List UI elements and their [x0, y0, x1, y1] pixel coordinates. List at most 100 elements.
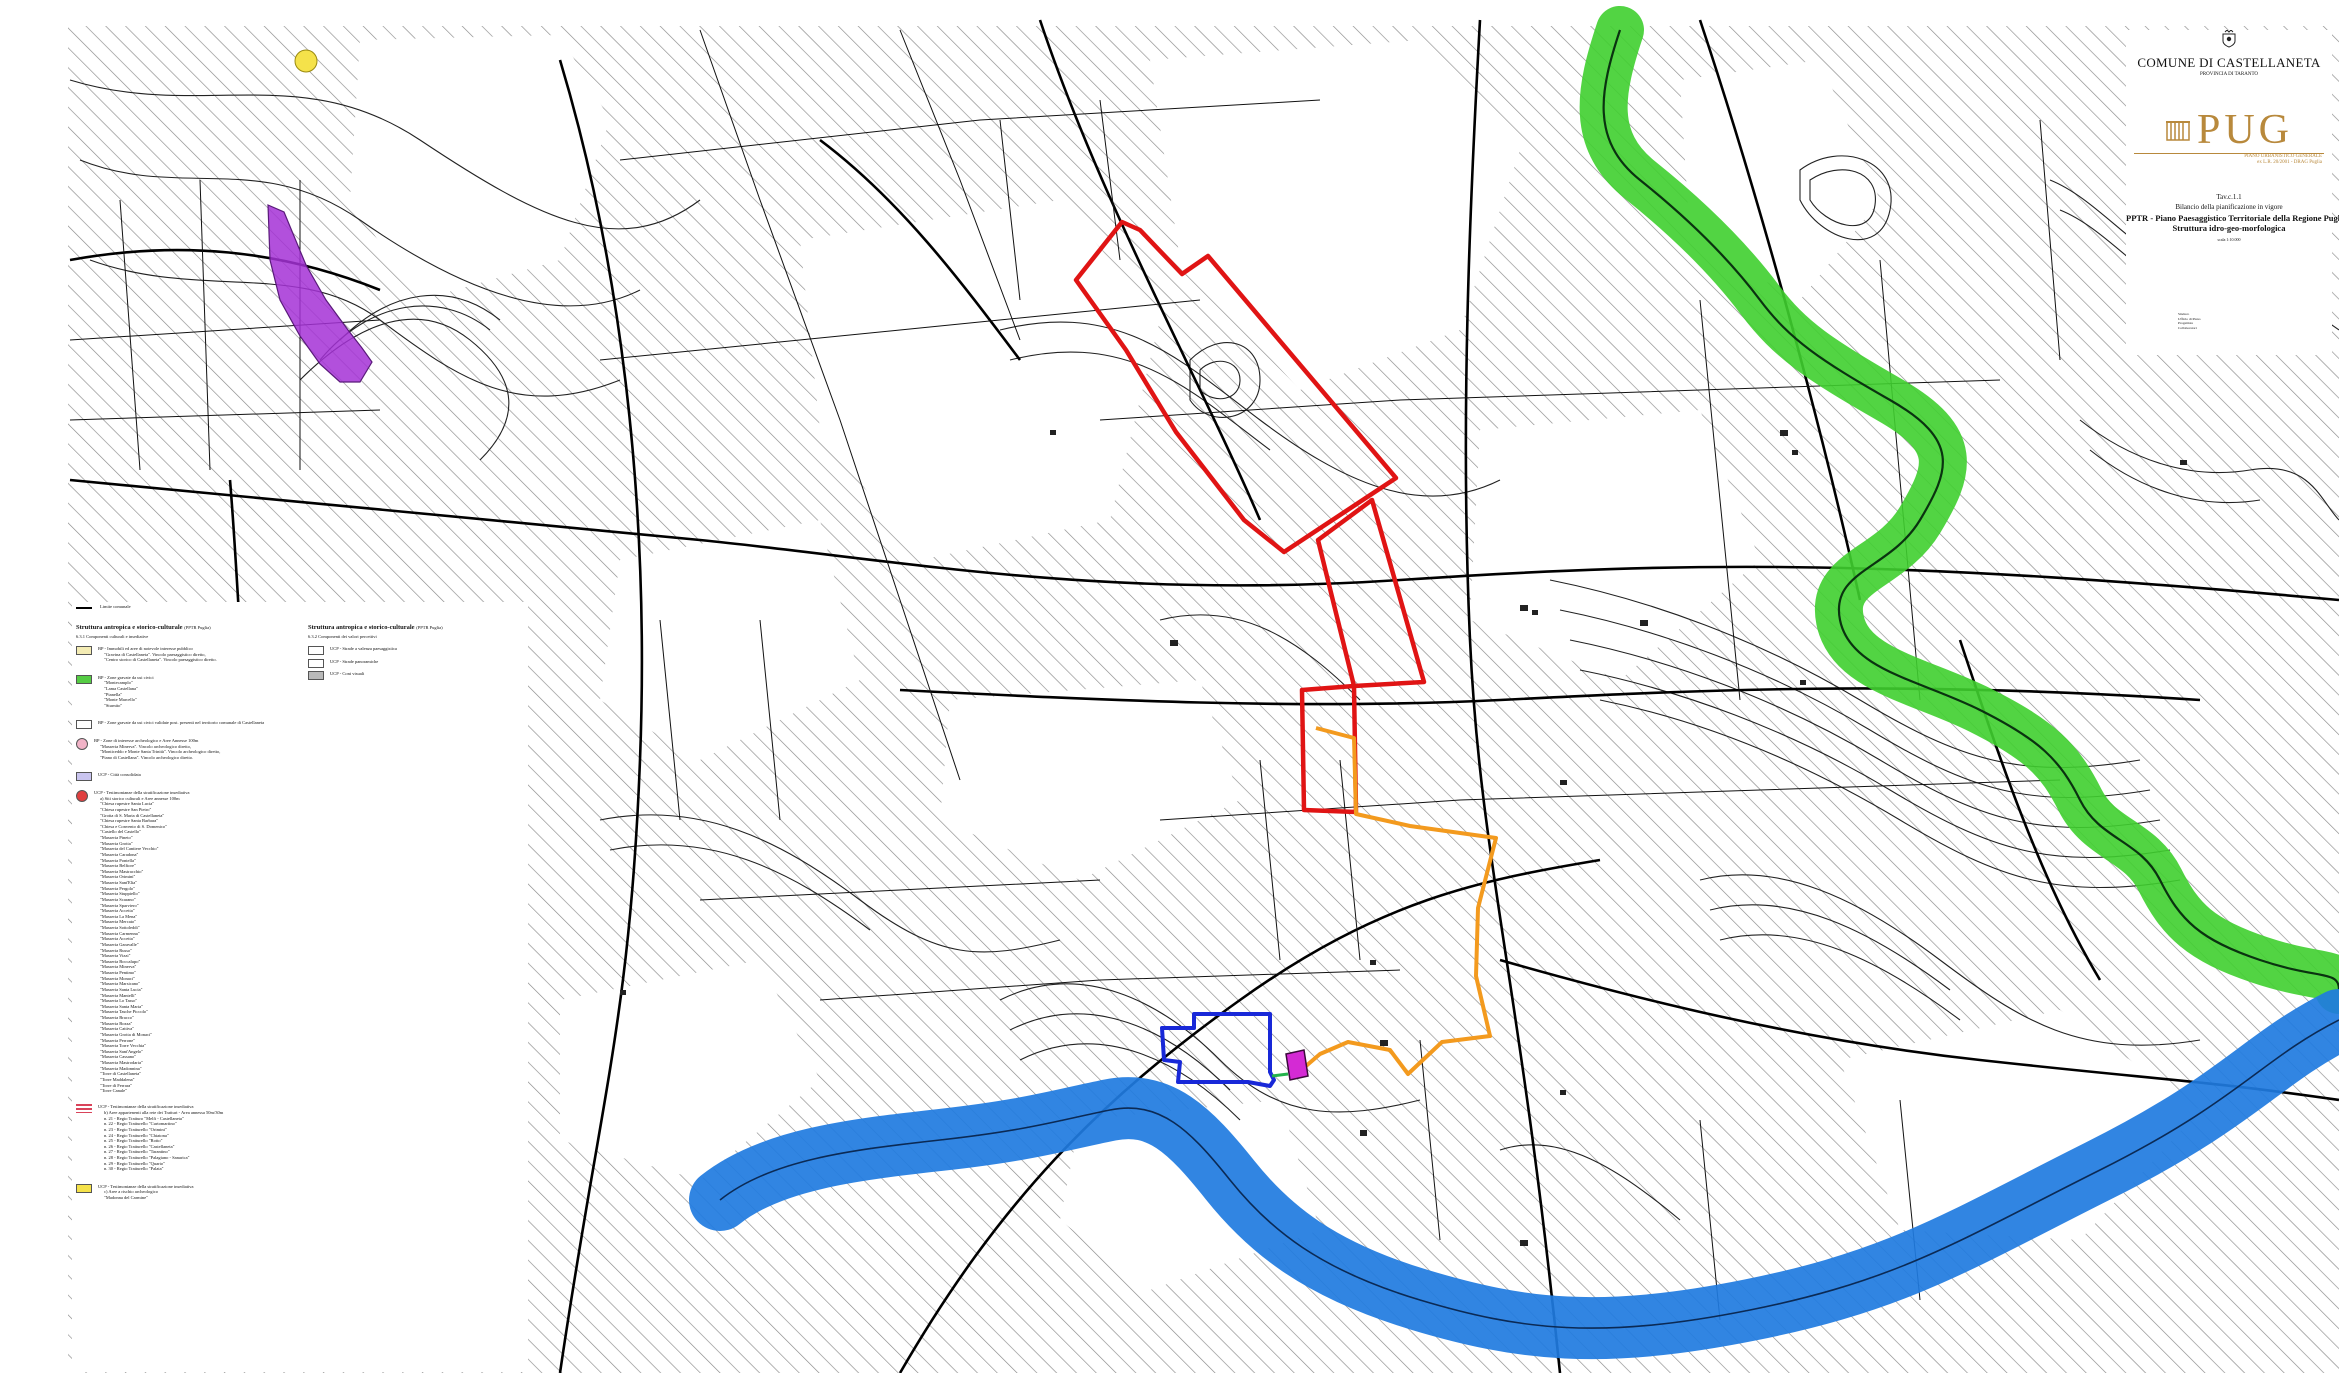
legend-item-entry: "Masseria Monaci" — [100, 975, 135, 981]
legend-item-entry: "Monticeddo e Monte Santa Trinità". Vinc… — [100, 749, 221, 755]
legend-item-entry: n. 21 - Regio Tratturo "Melfi - Castella… — [104, 1115, 184, 1121]
plan-title: PPTR - Piano Paesaggistico Territoriale … — [2126, 213, 2339, 234]
legend-swatch — [76, 674, 92, 684]
legend-item-entry: n. 25 - Regio Tratturello "Rotto" — [104, 1138, 163, 1144]
legend-item-entry: "Masseria Russo" — [100, 947, 133, 953]
red-boundary-north — [1073, 219, 1399, 555]
legend-item-entry: "Masseria Minerva". Vincolo archeologico… — [100, 743, 192, 749]
tavola-number: Tav.c.1.1 — [2216, 192, 2242, 201]
comune-name: COMUNE DI CASTELLANETA — [2137, 55, 2321, 70]
legend-item-entry: "Masseria Pergolo" — [100, 885, 135, 891]
legend-item-entry: "Masseria Carmenna" — [100, 930, 140, 936]
legend-item-entry: "Gravina di Castellaneta". Vincolo paesa… — [104, 651, 206, 657]
legend-swatch — [76, 738, 88, 750]
legend-item-entry: "Masseria Mercato" — [100, 919, 137, 925]
legend-swatch — [76, 720, 92, 730]
legend-item-entry: n. 24 - Regio Tratturello "Chiatona" — [104, 1132, 169, 1138]
legend-item: UCP - Coni visuali — [308, 671, 365, 681]
legend-item-entry: "Masseria Pontella" — [100, 857, 136, 863]
legend-item: BP - Zone gravate da usi civici validate… — [76, 720, 264, 730]
legend-item-entry: "Masseria Perrone" — [100, 1037, 136, 1043]
legend-item: UCP - Testimonianze della stratificazion… — [76, 790, 190, 1094]
blue-substation-outline — [1160, 1012, 1276, 1088]
legend-item-entry: b) Aree appartenenti alla rete dei Tratt… — [104, 1110, 224, 1116]
legend-swatch — [308, 658, 324, 668]
legend-item-entry: "Masseria Mastracchio" — [100, 868, 144, 874]
legend-item-entry: "Monte Marcello" — [104, 697, 137, 703]
provincia-name: PROVINCIA DI TARANTO — [2199, 72, 2259, 77]
legend-col1-subheader: 6.3.1 Componenti culturali e insediative — [76, 634, 149, 639]
legend-item-entry: "Madonna del Carmine" — [104, 1194, 148, 1200]
legend-item: BP - Zone gravate da usi civici"Montecam… — [76, 674, 154, 709]
legend-item-entry: n. 26 - Regio Tratturello "Castellaneta" — [104, 1143, 175, 1149]
legend-item-entry: "Masseria Grotta" — [100, 840, 133, 846]
crest-icon — [2222, 29, 2236, 48]
legend-item-entry: "Masseria Sant'Elia" — [100, 880, 138, 885]
legend-item-entry: "Masseria Tasche Piccolo" — [100, 1009, 149, 1015]
legend-item-entry: "Masseria Stuppiello" — [100, 891, 140, 897]
legend-item-entry: "Torre di Castellaneta" — [100, 1071, 142, 1077]
legend-col2-subheader: 6.3.2 Componenti dei valori percettivi — [308, 634, 377, 639]
pug-logo: PUG — [2126, 109, 2332, 151]
orange-cable-route — [1304, 726, 1498, 1076]
legend-item-entry: "Grotta di S. Maria di Castellaneta" — [100, 812, 165, 818]
legend-item-entry: c) Aree a rischio archeologico — [104, 1189, 158, 1195]
legend-item-entry: "Chiesa rupestre Santa Lucia" — [100, 801, 155, 807]
legend-swatch — [76, 772, 92, 782]
legend-item-entry: "Sturnito" — [104, 702, 123, 708]
map-legend: Limite comunale Struttura antropica e st… — [72, 602, 528, 1372]
legend-item-entry: n. 28 - Regio Tratturello "Palagiano - S… — [104, 1155, 190, 1161]
legend-item-entry: "Masseria Minerva" — [100, 964, 137, 970]
legend-item-entry: "Masseria Lo Tasso" — [100, 998, 138, 1004]
legend-item-entry: "Chiesa e Convento di S. Domenico" — [100, 823, 167, 829]
legend-item-entry: n. 27 - Regio Tratturello "Tarantino" — [104, 1149, 170, 1155]
contour-lines — [69, 79, 2339, 1221]
legend-item-entry: "Masseria Accetta" — [100, 908, 135, 914]
legend-item-entry: "Masseria Caradona" — [100, 851, 139, 857]
legend-item-entry: "Centro storico di Castellaneta". Vincol… — [104, 657, 217, 663]
legend-item-entry: "Masseria Pentimo" — [100, 970, 137, 975]
legend-swatch — [308, 646, 324, 655]
legend-item-entry: "Masseria Torre Vecchia" — [100, 1043, 146, 1049]
legend-item-entry: "Masseria Bracco" — [100, 1015, 134, 1020]
river-blue-line — [719, 1019, 2339, 1329]
pug-building-icon — [2165, 121, 2190, 141]
legend-item-entry: "Masseria Madonnina" — [100, 1065, 142, 1071]
magenta-substation — [1285, 1049, 1309, 1081]
pug-rule — [2134, 153, 2324, 154]
farm-buildings — [620, 430, 2187, 1246]
legend-item-entry: "Masseria Mastrodaria" — [100, 1060, 143, 1065]
legend-item-entry: "Masseria del Cantiere Vecchio" — [100, 846, 159, 852]
legend-item-label: UCP - Strade panoramiche — [330, 658, 379, 664]
legend-item-entry: "Masseria Vizzi" — [100, 953, 131, 959]
legend-item: BP - Zone di interesse archeologico e Ar… — [76, 738, 220, 761]
pug-label: PUG — [2196, 107, 2294, 153]
legend-item-entry: "Masseria Boccalupo" — [100, 958, 141, 964]
legend-item-entry: "Masseria Belfiore" — [100, 863, 136, 869]
legend-item-label: UCP - Strade a valenza paesaggistica — [330, 646, 397, 651]
legend-item: UCP - Strade panoramiche — [308, 658, 379, 668]
legend-item-entry: n. 23 - Regio Tratturello "Orimini" — [104, 1126, 167, 1132]
legend-item-entry: "Montecamplo" — [104, 680, 133, 686]
legend-item-entry: "Torre di Ferrara" — [100, 1082, 133, 1088]
legend-item-label: BP - Immobili ed aree di notevole intere… — [98, 646, 193, 651]
purple-zone — [267, 204, 373, 383]
legend-swatch — [76, 1183, 92, 1193]
legend-item: UCP - Testimonianze della stratificazion… — [76, 1183, 194, 1201]
legend-item-entry: "Masseria Garavalle" — [100, 941, 139, 947]
legend-item-entry: "Masseria Mantelli" — [100, 992, 137, 998]
legend-item-label: UCP - Coni visuali — [330, 671, 365, 677]
legend-item-entry: "Masseria Grotta di Monaci" — [100, 1031, 153, 1037]
legend-item-entry: "Masseria Cassano" — [100, 1054, 137, 1060]
legend-col1-header: Struttura antropica e storico-culturale … — [76, 624, 211, 631]
legend-item: UCP - Testimonianze della stratificazion… — [76, 1104, 223, 1172]
legend-item-entry: "Masseria Santa Maria" — [100, 1003, 143, 1009]
legend-item-entry: "Chiesa rupestre Santa Barbara" — [100, 818, 159, 824]
legend-top-rule — [76, 607, 92, 609]
legend-item-entry: "Lama Castellana" — [104, 686, 138, 692]
legend-item: BP - Immobili ed aree di notevole intere… — [76, 646, 217, 663]
green-connector — [1271, 1072, 1289, 1078]
title-cartouche: COMUNE DI CASTELLANETA PROVINCIA DI TARA… — [2126, 29, 2339, 355]
legend-limit-label: Limite comunale — [100, 604, 131, 609]
